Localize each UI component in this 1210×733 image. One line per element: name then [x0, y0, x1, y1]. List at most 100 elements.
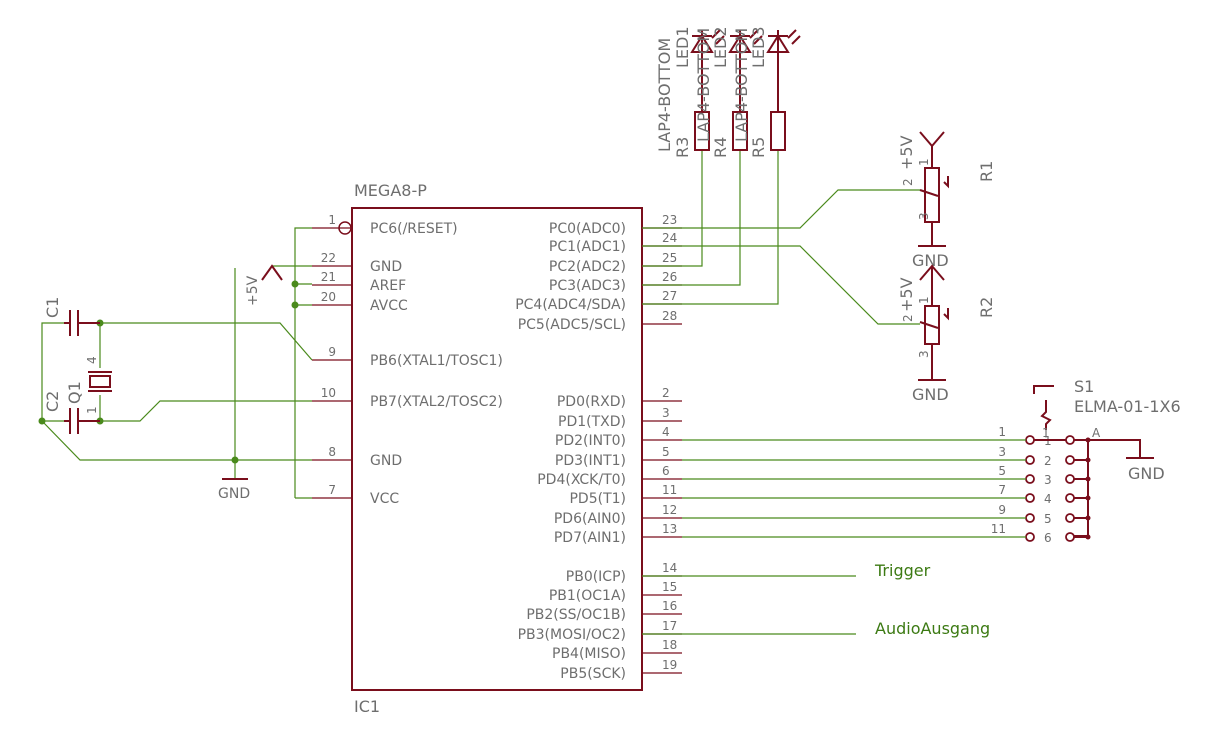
- ic-pin-label: PB6(XTAL1/TOSC1): [370, 353, 503, 369]
- ic-pin-number: 27: [662, 289, 677, 303]
- led-package-1: LAP4-BOTTOM: [655, 38, 674, 152]
- pc0-wire: [642, 189, 920, 229]
- s1-left-pin: 5: [998, 464, 1006, 478]
- ic-left-pins: 1PC6(/RESET)22GND21AREF20AVCC9PB6(XTAL1/…: [312, 213, 503, 507]
- s1-label: S1: [1074, 377, 1094, 396]
- s1-right-pin: 4: [1044, 492, 1052, 506]
- r1-wiper: [919, 176, 949, 197]
- s1-junction: [1085, 534, 1091, 540]
- ic-pin-number: 20: [321, 290, 336, 304]
- ic-pin-label: AREF: [370, 278, 406, 294]
- s1-junction: [1085, 495, 1091, 501]
- ic-pin-number: 22: [321, 251, 336, 265]
- s1-actuator: [1033, 385, 1054, 430]
- r4-label: R4: [711, 137, 730, 158]
- ic-pin-label: GND: [370, 453, 402, 469]
- ic-pin-number: 24: [662, 231, 677, 245]
- s1-contact: [1065, 513, 1075, 523]
- ic-pin-label: PC0(ADC0): [549, 221, 626, 237]
- ic-pin-number: 8: [328, 445, 336, 459]
- s1-junction: [1085, 457, 1091, 463]
- ic-pin-label: PB0(ICP): [566, 569, 626, 585]
- gnd-symbol-left: GND: [218, 478, 250, 502]
- s1-left-pin: 7: [998, 483, 1006, 497]
- ic-pin-number: 3: [662, 406, 670, 420]
- s1-right-pin: 5: [1044, 512, 1052, 526]
- ic-pin-label: PC1(ADC1): [549, 239, 626, 255]
- ic-pin-number: 7: [328, 483, 336, 497]
- s1-right-pin: 3: [1044, 473, 1052, 487]
- led2-rays: [749, 29, 763, 45]
- s1-right-pin: 6: [1044, 531, 1052, 545]
- r2-wiper: [919, 308, 949, 329]
- ic-pin-label: VCC: [370, 491, 399, 507]
- ic-pin-number: 17: [662, 619, 677, 633]
- s1-common: [1074, 439, 1154, 537]
- s1-junction: [1085, 476, 1091, 482]
- ic-name: MEGA8-P: [354, 181, 427, 200]
- led1-rays: [711, 29, 725, 45]
- junction: [291, 280, 299, 288]
- ic-pin-label: PC6(/RESET): [370, 221, 458, 237]
- s1-contact: [1025, 493, 1035, 503]
- ic-pin-number: 19: [662, 658, 677, 672]
- ic-pin-label: PC4(ADC4/SDA): [515, 297, 626, 313]
- led1-label: LED1: [673, 26, 692, 68]
- ic-pin-number: 25: [662, 251, 677, 265]
- r2-pin2: 2: [901, 314, 915, 322]
- capacitor-c1: C1: [43, 297, 100, 336]
- s1-gnd-label: GND: [1128, 464, 1165, 483]
- pot-r1: +5V 1 2 3 GND R1: [642, 131, 996, 270]
- q1-pin4: 4: [85, 356, 99, 364]
- ic-pin-label: PB5(SCK): [560, 666, 626, 682]
- ic-right-pins: 23PC0(ADC0)24PC1(ADC1)25PC2(ADC2)26PC3(A…: [515, 213, 682, 682]
- r1-power: [918, 131, 946, 247]
- ic-pin-number: 28: [662, 309, 677, 323]
- s1-contact: [1025, 455, 1035, 465]
- r2-pin1: 1: [917, 296, 931, 304]
- ic-pin-label: PB4(MISO): [552, 646, 626, 662]
- ic-ref: IC1: [354, 697, 380, 716]
- ic-pin-label: PD4(XCK/T0): [537, 472, 626, 488]
- ic-pin-number: 4: [662, 425, 670, 439]
- ic-pin-number: 2: [662, 386, 670, 400]
- c1-left-wire: [41, 322, 64, 421]
- ic-pin-number: 9: [328, 345, 336, 359]
- pc1-wire: [642, 245, 920, 325]
- ic-pin-label: PD0(RXD): [557, 394, 626, 410]
- ic-pin-number: 6: [662, 464, 670, 478]
- led3-icon: [766, 30, 790, 112]
- ic-pin-label: PD1(TXD): [558, 414, 626, 430]
- ic-pin-number: 26: [662, 270, 677, 284]
- r1-pin2: 2: [901, 178, 915, 186]
- s1-type: ELMA-01-1X6: [1074, 397, 1181, 416]
- junction: [38, 417, 46, 425]
- s1-contact: [1025, 474, 1035, 484]
- pc2-led-wire: [642, 150, 703, 267]
- ic-pin-number: 11: [662, 483, 677, 497]
- junction: [291, 301, 299, 309]
- s1-contact: [1025, 532, 1035, 542]
- r2-gnd-label: GND: [912, 385, 949, 404]
- net-labels: Trigger AudioAusgang: [642, 561, 990, 638]
- led3-rays: [787, 29, 801, 45]
- ic-pin-label: PD5(T1): [569, 491, 626, 507]
- xtal1-wire: [100, 322, 313, 361]
- ic-pin-label: PB1(OC1A): [549, 588, 626, 604]
- audio-net-label: AudioAusgang: [875, 619, 990, 638]
- capacitor-c2: C2: [43, 391, 100, 434]
- r1-pin1: 1: [917, 158, 931, 166]
- r2-label: R2: [977, 297, 996, 318]
- ic-body: [351, 207, 643, 691]
- s1-contact: [1065, 435, 1075, 445]
- s1-left-pin: 9: [998, 503, 1006, 517]
- ic-pin-label: PD6(AIN0): [554, 511, 626, 527]
- ic-pin-label: PC2(ADC2): [549, 259, 626, 275]
- ic-pin-label: PB2(SS/OC1B): [526, 607, 626, 623]
- s1-contact: [1025, 513, 1035, 523]
- s1-contact: [1065, 532, 1075, 542]
- s1-contact: [1065, 455, 1075, 465]
- ic-pin-number: 15: [662, 580, 677, 594]
- ic-pin-number: 12: [662, 503, 677, 517]
